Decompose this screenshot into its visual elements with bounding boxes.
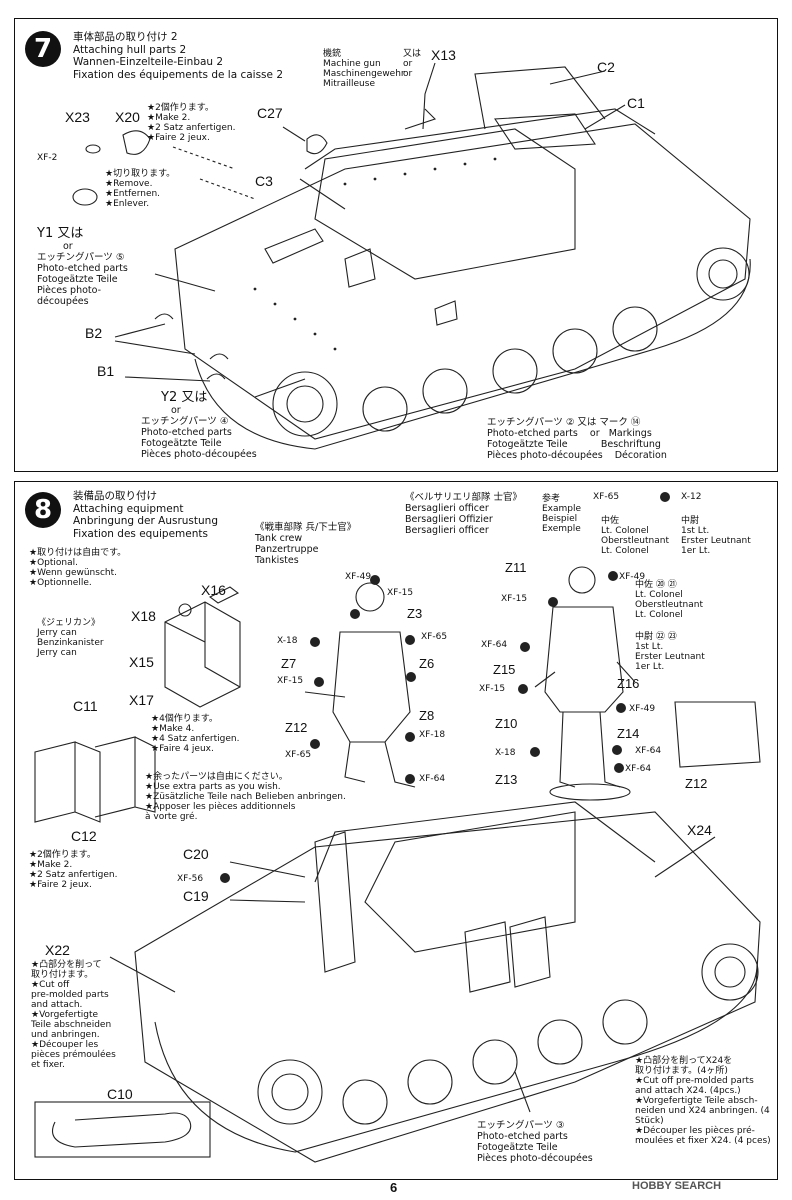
part-c27-label: C27 bbox=[257, 105, 283, 121]
part-x13-label: X13 bbox=[431, 47, 456, 63]
equipment-line-art bbox=[34, 492, 761, 1163]
part-z15-label: Z15 bbox=[493, 662, 516, 677]
step-number-badge: 8 bbox=[25, 492, 61, 528]
make-four-note: ★4個作ります。★Make 4.★4 Satz anfertigen.★Fair… bbox=[151, 714, 240, 754]
page-number: 6 bbox=[390, 1180, 398, 1195]
part-x22-label: X22 bbox=[45, 942, 70, 958]
part-c12-label: C12 bbox=[71, 828, 97, 844]
part-x23-label: X23 bbox=[65, 109, 90, 125]
paint-xf15b-label: XF-15 bbox=[277, 676, 304, 686]
part-x18-label: X18 bbox=[131, 608, 156, 624]
part-z10-label: Z10 bbox=[495, 716, 518, 731]
paint-x18-label: X-18 bbox=[277, 636, 298, 646]
part-x15-label: X15 bbox=[129, 654, 154, 670]
optional-note: ★取り付けは自由です。★Optional.★Wenn gewünscht.★Op… bbox=[29, 548, 127, 588]
part-x16-label: X16 bbox=[201, 582, 226, 598]
part-c2-label: C2 bbox=[597, 59, 615, 75]
step-number-badge: 7 bbox=[25, 31, 61, 67]
paint-xf18-label: XF-18 bbox=[419, 730, 446, 740]
paint-xf15-label: XF-15 bbox=[387, 588, 414, 598]
paint-x12-label: X-12 bbox=[681, 492, 702, 502]
make-two-note: ★2個作ります。★Make 2.★2 Satz anfertigen.★Fair… bbox=[29, 850, 118, 890]
hull-line-art bbox=[72, 62, 751, 450]
paint-xf64-label: XF-64 bbox=[419, 774, 446, 784]
part-z11-label: Z11 bbox=[505, 560, 527, 575]
part-x24-label: X24 bbox=[687, 822, 712, 838]
paint-xf64b-label: XF-64 bbox=[481, 640, 508, 650]
watermark-logo: HOBBY SEARCH bbox=[632, 1180, 722, 1192]
part-z7-label: Z7 bbox=[281, 656, 297, 671]
paint-xf2-label: XF-2 bbox=[37, 153, 58, 163]
part-c19-label: C19 bbox=[183, 888, 209, 904]
extra-parts-note: ★余ったパーツは自由にください。★Use extra parts as you … bbox=[145, 772, 346, 822]
paint-xf56-label: XF-56 bbox=[177, 874, 204, 884]
part-c1-label: C1 bbox=[627, 95, 645, 111]
paint-xf15c-label: XF-15 bbox=[501, 594, 528, 604]
x24-cut-note: ★凸部分を削ってX24を取り付けます。(4ヶ所)★Cut off pre-mol… bbox=[635, 1056, 771, 1146]
part-z13-label: Z13 bbox=[495, 772, 518, 787]
part-x17-label: X17 bbox=[129, 692, 154, 708]
part-b1-label: B1 bbox=[97, 363, 115, 379]
paint-xf49c-label: XF-49 bbox=[629, 704, 656, 714]
part-c20-label: C20 bbox=[183, 846, 209, 862]
part-z6-label: Z6 bbox=[419, 656, 435, 671]
part-c3-label: C3 bbox=[255, 173, 273, 189]
part-c10-label: C10 bbox=[107, 1086, 133, 1102]
part-b2-label: B2 bbox=[85, 325, 103, 341]
part-z14-label: Z14 bbox=[617, 726, 640, 741]
paint-xf64c-label: XF-64 bbox=[625, 764, 652, 774]
part-z12-label: Z12 bbox=[285, 720, 308, 735]
part-x20-label: X20 bbox=[115, 109, 140, 125]
paint-xf15d-label: XF-15 bbox=[479, 684, 506, 694]
part-z3-label: Z3 bbox=[407, 606, 423, 621]
paint-xf64d-label: XF-64 bbox=[635, 746, 662, 756]
make-two-note: ★2個作ります。★Make 2.★2 Satz anfertigen.★Fair… bbox=[147, 103, 236, 143]
paint-xf49b-label: XF-49 bbox=[619, 572, 646, 582]
paint-x18b-label: X-18 bbox=[495, 748, 516, 758]
paint-xf65b-label: XF-65 bbox=[285, 750, 312, 760]
part-c11-label: C11 bbox=[73, 698, 98, 714]
paint-xf49-label: XF-49 bbox=[345, 572, 372, 582]
part-z12b-label: Z12 bbox=[685, 776, 708, 791]
part-z8-label: Z8 bbox=[419, 708, 435, 723]
paint-xf65-top: XF-65 bbox=[593, 492, 620, 502]
remove-note: ★切り取ります。★Remove.★Entfernen.★Enlever. bbox=[105, 169, 176, 209]
paint-xf65-label: XF-65 bbox=[421, 632, 448, 642]
